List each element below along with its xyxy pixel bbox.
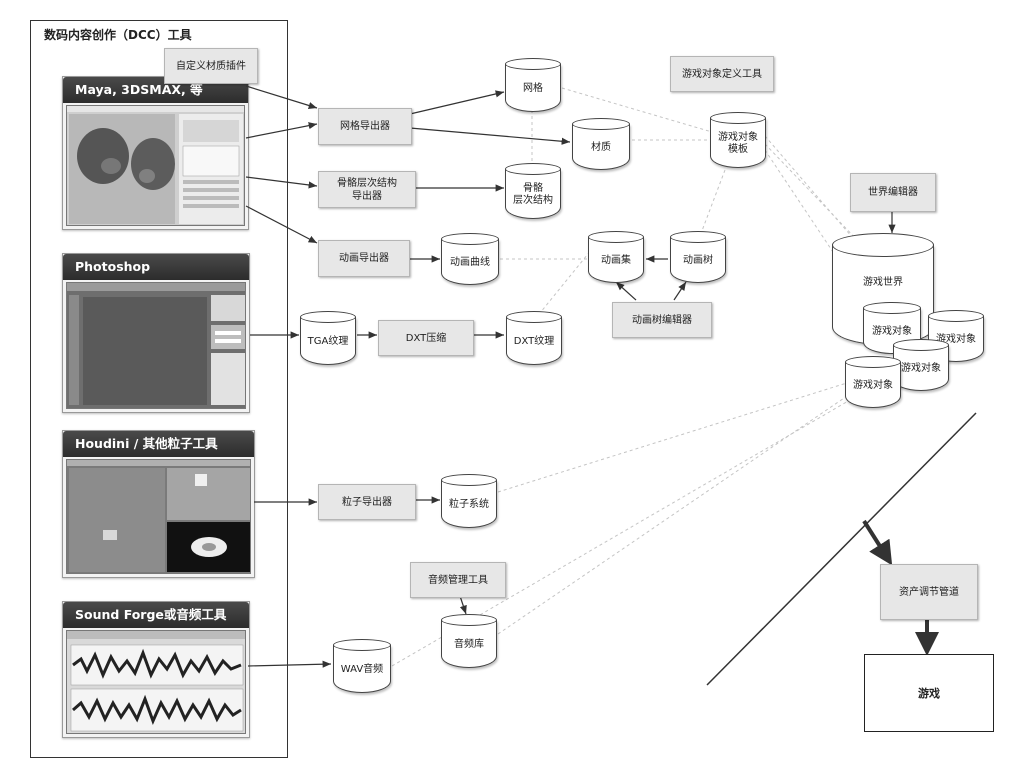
soundforge-panel: Sound Forge或音频工具 — [62, 601, 250, 738]
anim-set-cylinder: 动画集 — [588, 231, 644, 283]
skeleton-line1: 骨骼 — [523, 183, 543, 194]
houdini-screenshot — [66, 459, 251, 574]
wav-audio-cylinder: WAV音频 — [333, 639, 391, 693]
game-box: 游戏 — [864, 654, 994, 732]
soundforge-screenshot — [66, 630, 246, 734]
dxt-compress-box: DXT压缩 — [378, 320, 474, 356]
particle-system-cylinder: 粒子系统 — [441, 474, 497, 528]
maya-panel: Maya, 3DSMAX, 等 — [62, 76, 249, 230]
photoshop-title: Photoshop — [63, 254, 249, 280]
photoshop-screenshot — [66, 282, 246, 409]
skeleton-cylinder: 骨骼 层次结构 — [505, 163, 561, 219]
audio-lib-cylinder: 音频库 — [441, 614, 497, 668]
world-editor-box: 世界编辑器 — [850, 173, 936, 212]
anim-curve-cylinder: 动画曲线 — [441, 233, 499, 285]
custom-material-plugin-box: 自定义材质插件 — [164, 48, 258, 84]
audio-manager-box: 音频管理工具 — [410, 562, 506, 598]
skeleton-line2: 层次结构 — [513, 195, 553, 206]
skeleton-exporter-line2: 导出器 — [352, 190, 382, 202]
skeleton-exporter-box: 骨骼层次结构 导出器 — [318, 171, 416, 208]
dcc-title: 数码内容创作（DCC）工具 — [44, 28, 192, 42]
houdini-title: Houdini / 其他粒子工具 — [63, 431, 254, 457]
tga-texture-cylinder: TGA纹理 — [300, 311, 356, 365]
dxt-texture-cylinder: DXT纹理 — [506, 311, 562, 365]
maya-screenshot — [66, 105, 245, 226]
houdini-panel: Houdini / 其他粒子工具 — [62, 430, 255, 578]
mesh-exporter-box: 网格导出器 — [318, 108, 412, 145]
anim-tree-cylinder: 动画树 — [670, 231, 726, 283]
material-cylinder: 材质 — [572, 118, 630, 170]
game-object-cylinder-4: 游戏对象 — [845, 356, 901, 408]
game-object-def-box: 游戏对象定义工具 — [670, 56, 774, 92]
skeleton-exporter-line1: 骨骼层次结构 — [337, 177, 397, 189]
game-object-cylinder-3: 游戏对象 — [893, 339, 949, 391]
anim-exporter-box: 动画导出器 — [318, 240, 410, 277]
asset-pipeline-box: 资产调节管道 — [880, 564, 978, 620]
template-line2: 模板 — [728, 144, 748, 155]
game-object-template-cylinder: 游戏对象 模板 — [710, 112, 766, 168]
mesh-cylinder: 网格 — [505, 58, 561, 112]
photoshop-panel: Photoshop — [62, 253, 250, 413]
anim-tree-editor-box: 动画树编辑器 — [612, 302, 712, 338]
particle-exporter-box: 粒子导出器 — [318, 484, 416, 520]
soundforge-title: Sound Forge或音频工具 — [63, 602, 249, 628]
template-line1: 游戏对象 — [718, 132, 758, 143]
